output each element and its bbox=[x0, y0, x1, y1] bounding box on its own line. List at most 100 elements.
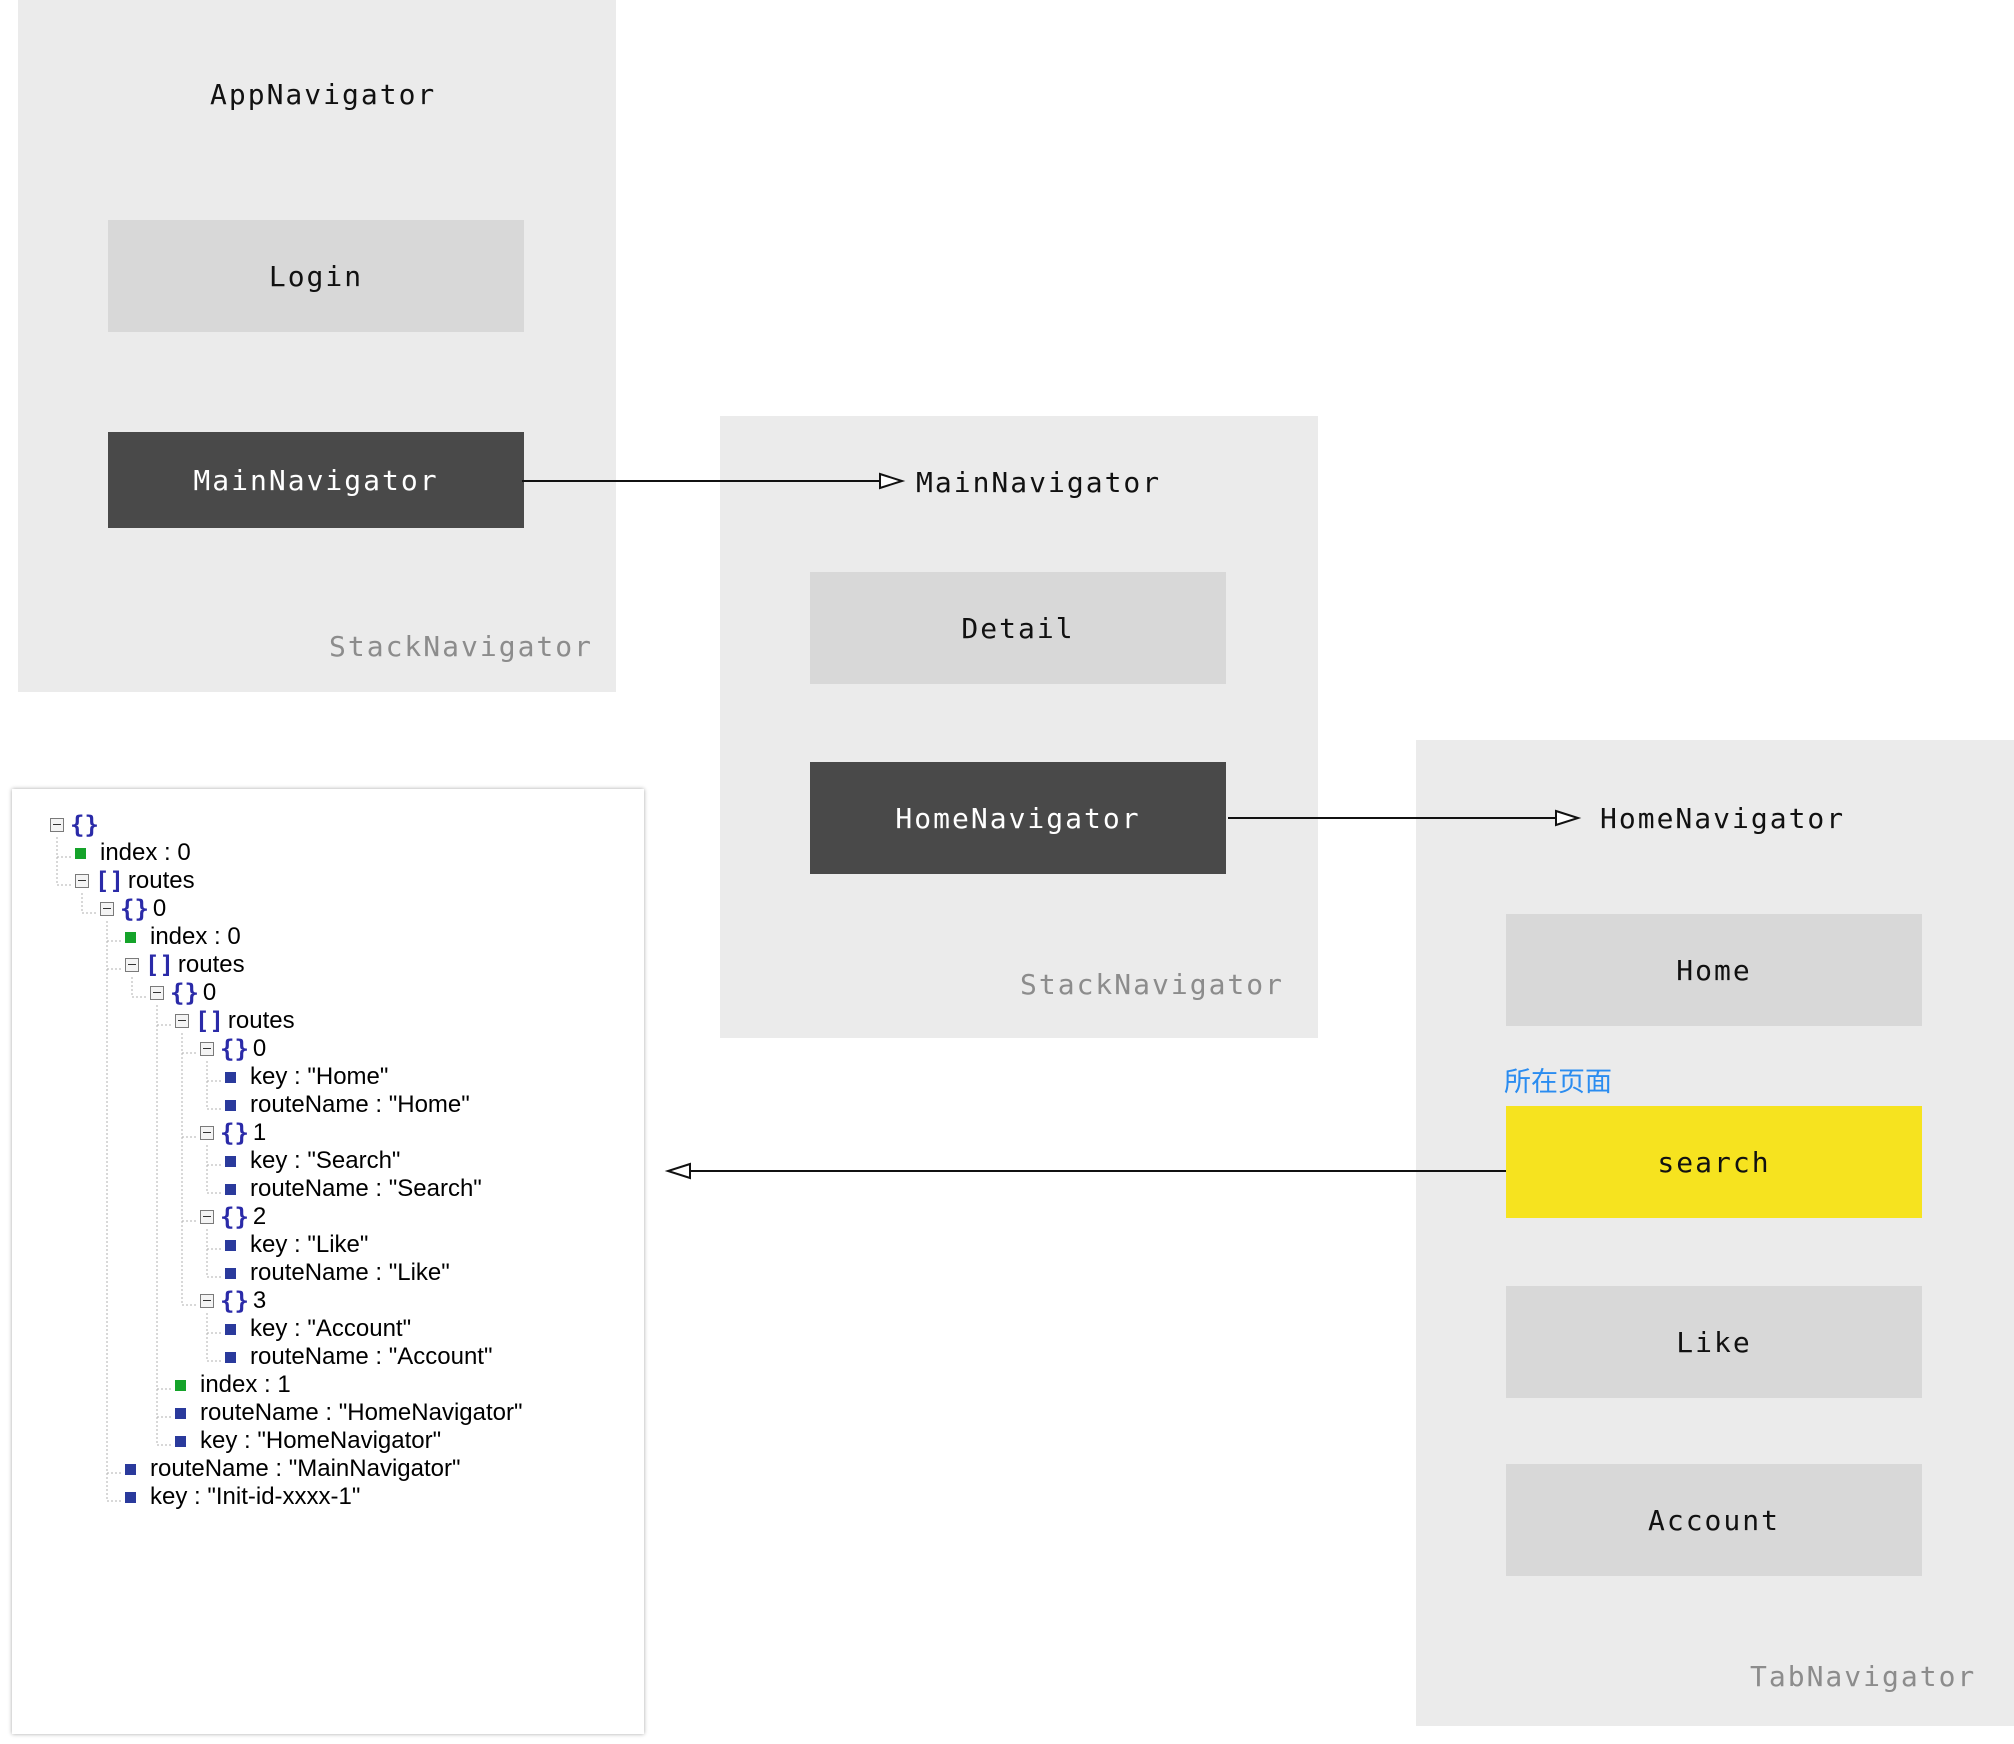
object-braces-icon: {} bbox=[220, 1035, 249, 1063]
tree-leaf: key : "HomeNavigator" bbox=[175, 1423, 441, 1459]
main-navigator-panel: MainNavigator Detail HomeNavigator Stack… bbox=[720, 416, 1318, 1038]
collapse-toggle-icon[interactable] bbox=[75, 874, 89, 888]
home-navigator-panel: HomeNavigator Home 所在页面 search Like Acco… bbox=[1416, 740, 2014, 1726]
string-value-icon bbox=[225, 1099, 236, 1111]
tree-object-node[interactable]: {}0 bbox=[100, 891, 166, 927]
object-braces-icon: {} bbox=[220, 1203, 249, 1231]
tree-leaf: routeName : "Like" bbox=[225, 1255, 450, 1291]
collapse-toggle-icon[interactable] bbox=[200, 1126, 214, 1140]
tree-object-node[interactable]: {}2 bbox=[200, 1199, 266, 1235]
tree-node-label: key : "Like" bbox=[250, 1231, 369, 1258]
collapse-toggle-icon[interactable] bbox=[150, 986, 164, 1000]
collapse-toggle-icon[interactable] bbox=[175, 1014, 189, 1028]
collapse-toggle-icon[interactable] bbox=[125, 958, 139, 972]
tree-leaf: index : 1 bbox=[175, 1367, 291, 1403]
app-navigator-type-label: StackNavigator bbox=[329, 630, 594, 663]
tree-node-label: 0 bbox=[152, 895, 167, 922]
tree-array-node[interactable]: []routes bbox=[75, 863, 195, 899]
collapse-toggle-icon[interactable] bbox=[200, 1042, 214, 1056]
tree-node-label: routes bbox=[227, 1007, 295, 1034]
tree-node-label: routeName : "Home" bbox=[250, 1091, 470, 1118]
tree-node-label: key : "Home" bbox=[250, 1063, 389, 1090]
main-navigator-title: MainNavigator bbox=[916, 466, 1162, 499]
object-braces-icon: {} bbox=[170, 979, 199, 1007]
tree-object-node[interactable]: {} bbox=[50, 807, 103, 843]
tree-leaf: routeName : "MainNavigator" bbox=[125, 1451, 461, 1487]
tree-node-label: index : 1 bbox=[200, 1371, 291, 1398]
current-page-label: 所在页面 bbox=[1504, 1067, 1612, 1098]
tree-leaf: routeName : "HomeNavigator" bbox=[175, 1395, 523, 1431]
arrow-state-tree bbox=[664, 1162, 1506, 1180]
tree-node-label: key : "HomeNavigator" bbox=[200, 1427, 442, 1454]
tab-home-box[interactable]: Home bbox=[1506, 914, 1922, 1026]
string-value-icon bbox=[225, 1239, 236, 1251]
tree-leaf: key : "Like" bbox=[225, 1227, 368, 1263]
tree-node-label: index : 0 bbox=[150, 923, 241, 950]
tree-node-label: index : 0 bbox=[100, 839, 191, 866]
tree-node-label: routeName : "Account" bbox=[250, 1343, 493, 1370]
home-navigator-title: HomeNavigator bbox=[1600, 802, 1846, 835]
number-value-icon bbox=[125, 931, 136, 943]
string-value-icon bbox=[225, 1155, 236, 1167]
home-navigator-box[interactable]: HomeNavigator bbox=[810, 762, 1226, 874]
object-braces-icon: {} bbox=[220, 1287, 249, 1315]
string-value-icon bbox=[125, 1491, 136, 1503]
string-value-icon bbox=[175, 1435, 186, 1447]
tree-node-label: routeName : "HomeNavigator" bbox=[200, 1399, 523, 1426]
home-navigator-type-label: TabNavigator bbox=[1750, 1660, 1977, 1693]
tree-node-label: routeName : "Search" bbox=[250, 1175, 482, 1202]
login-screen-box[interactable]: Login bbox=[108, 220, 524, 332]
tree-object-node[interactable]: {}0 bbox=[200, 1031, 266, 1067]
tree-object-node[interactable]: {}3 bbox=[200, 1283, 266, 1319]
number-value-icon bbox=[175, 1379, 186, 1391]
collapse-toggle-icon[interactable] bbox=[200, 1294, 214, 1308]
arrow-home-navigator bbox=[1228, 809, 1582, 827]
string-value-icon bbox=[225, 1071, 236, 1083]
object-braces-icon: {} bbox=[220, 1119, 249, 1147]
array-brackets-icon: [] bbox=[195, 1007, 224, 1035]
tab-search-box[interactable]: search bbox=[1506, 1106, 1922, 1218]
tree-node-label: routes bbox=[177, 951, 245, 978]
string-value-icon bbox=[225, 1183, 236, 1195]
tab-like-box[interactable]: Like bbox=[1506, 1286, 1922, 1398]
main-navigator-box[interactable]: MainNavigator bbox=[108, 432, 524, 528]
detail-screen-box[interactable]: Detail bbox=[810, 572, 1226, 684]
tree-node-label: routes bbox=[127, 867, 195, 894]
tree-node-label: key : "Init-id-xxxx-1" bbox=[150, 1483, 361, 1510]
tree-node-label: key : "Account" bbox=[250, 1315, 412, 1342]
object-braces-icon: {} bbox=[70, 811, 99, 839]
tree-leaf: index : 0 bbox=[125, 919, 241, 955]
tree-node-label: routeName : "Like" bbox=[250, 1259, 450, 1286]
tree-leaf: routeName : "Account" bbox=[225, 1339, 492, 1375]
tree-object-node[interactable]: {}1 bbox=[200, 1115, 266, 1151]
tree-node-label: 2 bbox=[252, 1203, 267, 1230]
tree-node-label: key : "Search" bbox=[250, 1147, 401, 1174]
tree-leaf: key : "Search" bbox=[225, 1143, 400, 1179]
string-value-icon bbox=[175, 1407, 186, 1419]
number-value-icon bbox=[75, 847, 86, 859]
string-value-icon bbox=[225, 1351, 236, 1363]
arrow-main-navigator bbox=[522, 472, 906, 490]
tree-object-node[interactable]: {}0 bbox=[150, 975, 216, 1011]
main-navigator-type-label: StackNavigator bbox=[1020, 968, 1285, 1001]
string-value-icon bbox=[225, 1267, 236, 1279]
array-brackets-icon: [] bbox=[95, 867, 124, 895]
array-brackets-icon: [] bbox=[145, 951, 174, 979]
tree-node-label: 3 bbox=[252, 1287, 267, 1314]
tree-node-label: 1 bbox=[252, 1119, 267, 1146]
tree-array-node[interactable]: []routes bbox=[175, 1003, 295, 1039]
tree-array-node[interactable]: []routes bbox=[125, 947, 245, 983]
string-value-icon bbox=[225, 1323, 236, 1335]
tree-leaf: routeName : "Home" bbox=[225, 1087, 470, 1123]
tree-leaf: key : "Init-id-xxxx-1" bbox=[125, 1479, 360, 1515]
object-braces-icon: {} bbox=[120, 895, 149, 923]
tree-guide-lines bbox=[56, 837, 221, 1502]
tab-account-box[interactable]: Account bbox=[1506, 1464, 1922, 1576]
tree-node-label: 0 bbox=[202, 979, 217, 1006]
tree-leaf: key : "Account" bbox=[225, 1311, 411, 1347]
tree-node-label: 0 bbox=[252, 1035, 267, 1062]
collapse-toggle-icon[interactable] bbox=[100, 902, 114, 916]
collapse-toggle-icon[interactable] bbox=[200, 1210, 214, 1224]
collapse-toggle-icon[interactable] bbox=[50, 818, 64, 832]
